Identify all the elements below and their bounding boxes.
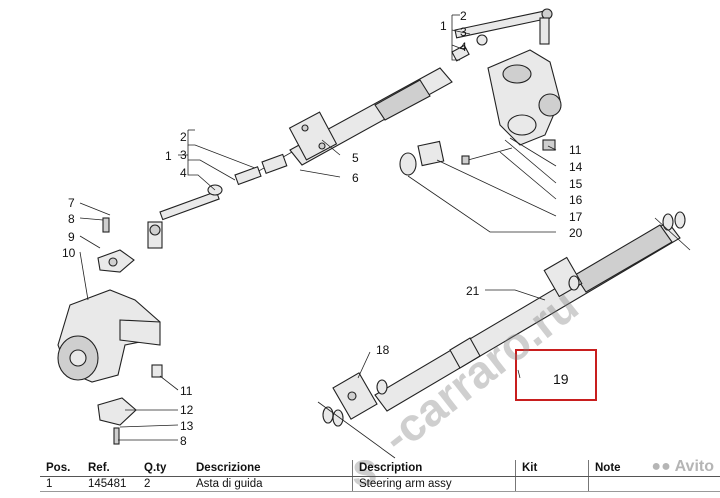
callout-14: 14 <box>569 160 583 174</box>
highlight-label: 19 <box>553 371 569 387</box>
table-row: 1 145481 2 Asta di guida Steering arm as… <box>40 476 720 492</box>
callout-20: 20 <box>569 226 583 240</box>
avito-dots-icon: ●● <box>651 458 671 475</box>
cell-ref: 145481 <box>82 476 138 492</box>
header-kit: Kit <box>515 460 589 477</box>
callout-2: 2 <box>180 130 187 144</box>
cell-desc-en: Steering arm assy <box>352 476 516 492</box>
callout-13: 13 <box>180 419 194 433</box>
bushing-set <box>399 140 513 176</box>
callout-12: 12 <box>180 403 194 417</box>
header-note: Note <box>588 460 720 477</box>
callout-9: 9 <box>68 230 75 244</box>
steering-knuckle-right <box>487 49 562 151</box>
callout-8b: 8 <box>180 434 187 448</box>
callout-3: 3 <box>180 148 187 162</box>
header-desc-it: Descrizione <box>190 460 353 477</box>
header-ref: Ref. <box>82 460 138 477</box>
callout-8a: 8 <box>68 212 75 226</box>
callout-7: 7 <box>68 196 75 210</box>
header-pos: Pos. <box>40 460 82 477</box>
callout-1: 1 <box>165 149 172 163</box>
steering-cylinder-bottom <box>317 211 691 459</box>
highlight-box: 19 <box>515 349 597 401</box>
callout-18: 18 <box>376 343 390 357</box>
callout-6: 6 <box>352 171 359 185</box>
header-qty: Q.ty <box>138 460 190 477</box>
callout-1b: 1 <box>440 19 447 33</box>
cell-pos: 1 <box>40 476 82 492</box>
callout-11a: 11 <box>180 384 193 398</box>
callout-numbers: 1 2 3 4 5 6 7 8 9 10 11 12 13 8 1 2 3 4 … <box>62 9 583 448</box>
cell-desc-it: Asta di guida <box>190 476 353 492</box>
cell-qty: 2 <box>138 476 190 492</box>
callout-16: 16 <box>569 193 583 207</box>
callout-4: 4 <box>180 166 187 180</box>
header-desc-en: Description <box>352 460 516 477</box>
callout-2b: 2 <box>460 9 467 23</box>
avito-logo: ●● Avito <box>651 458 714 476</box>
callout-5: 5 <box>352 151 359 165</box>
callout-3b: 3 <box>460 25 467 39</box>
callout-15: 15 <box>569 177 583 191</box>
callout-10: 10 <box>62 246 76 260</box>
table-header-row: Pos. Ref. Q.ty Descrizione Description K… <box>40 460 720 477</box>
callout-11b: 11 <box>569 143 582 157</box>
tie-rod-left <box>147 153 288 249</box>
avito-logo-text: Avito <box>674 458 714 475</box>
callout-17: 17 <box>569 210 583 224</box>
callout-4b: 4 <box>460 40 467 54</box>
callout-21: 21 <box>466 284 480 298</box>
cell-note <box>588 476 720 492</box>
cell-kit <box>515 476 589 492</box>
steering-cylinder-top <box>249 34 488 177</box>
leader-lines <box>79 14 557 441</box>
steering-knuckle-left <box>57 217 163 445</box>
parts-table: Pos. Ref. Q.ty Descrizione Description K… <box>40 460 720 492</box>
tie-rod-top <box>454 8 553 45</box>
